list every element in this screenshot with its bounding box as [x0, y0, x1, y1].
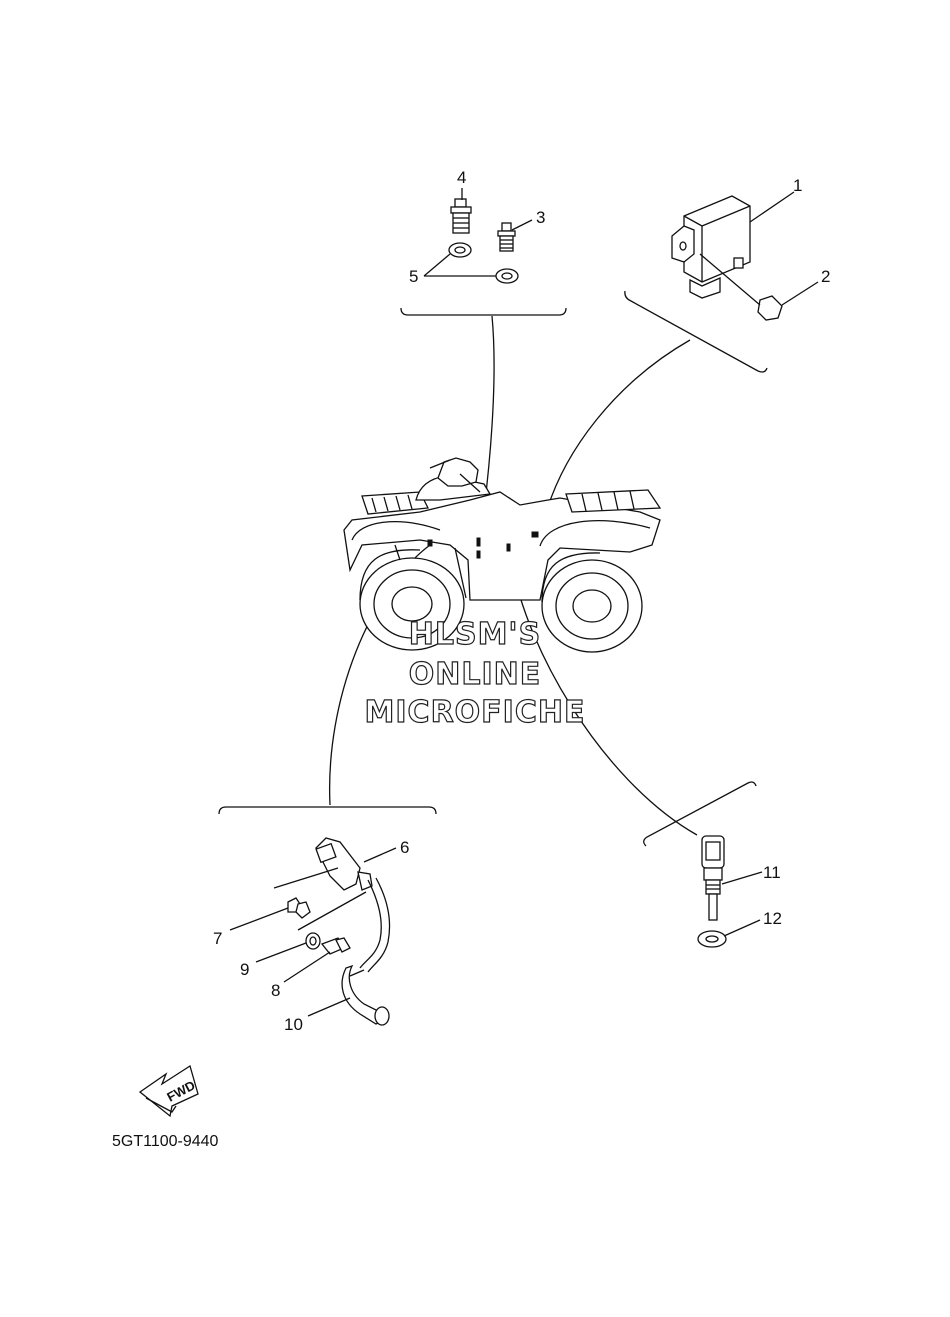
- callout-2: 2: [821, 267, 830, 286]
- washer-part-5a: [448, 242, 472, 258]
- gasket-part-12: [697, 930, 727, 948]
- stud-part-4: [450, 198, 472, 234]
- diagram-code: 5GT1100-9440: [112, 1133, 219, 1150]
- callout-6: 6: [400, 838, 409, 857]
- callout-11: 11: [763, 863, 781, 882]
- callout-8: 8: [271, 981, 280, 1000]
- callout-10: 10: [284, 1015, 303, 1034]
- atv-vehicle: [343, 457, 662, 653]
- callout-12: 12: [763, 909, 782, 928]
- watermark: HLSM'S ONLINE MICROFICHE: [364, 616, 586, 730]
- group-switch: 11 12: [643, 781, 782, 948]
- watermark-line-1: HLSM'S: [409, 617, 541, 652]
- stud-part-3: [497, 222, 516, 252]
- callout-1: 1: [793, 176, 802, 195]
- callout-3: 3: [536, 208, 545, 227]
- callout-4: 4: [457, 168, 466, 187]
- hose-part-10: [341, 877, 391, 1026]
- bracket-top-right: [624, 290, 768, 373]
- bolt-part-7: [287, 897, 311, 919]
- watermark-line-3: MICROFICHE: [365, 695, 586, 730]
- group-control-unit: 1 2: [624, 176, 830, 373]
- switch-part-11: [701, 835, 725, 921]
- bracket-top-left: [400, 307, 567, 316]
- group-studs-washers: 4 3 5: [400, 168, 567, 316]
- callout-5: 5: [409, 267, 418, 286]
- control-unit-part-1: [671, 195, 751, 299]
- bolt-part-2: [699, 253, 783, 321]
- bolt-part-8: [320, 937, 351, 955]
- callout-9: 9: [240, 960, 249, 979]
- washer-part-5b: [495, 268, 519, 284]
- callout-7: 7: [213, 929, 222, 948]
- bracket-bottom-left: [218, 806, 437, 815]
- watermark-line-2: ONLINE: [409, 657, 542, 692]
- bracket-bottom-right: [643, 781, 757, 847]
- washer-part-9: [305, 932, 321, 950]
- sensor-part-6: [315, 837, 373, 891]
- fwd-arrow: FWD: [138, 1064, 199, 1118]
- group-sensor-assembly: 6 7 9 8 10: [213, 806, 437, 1034]
